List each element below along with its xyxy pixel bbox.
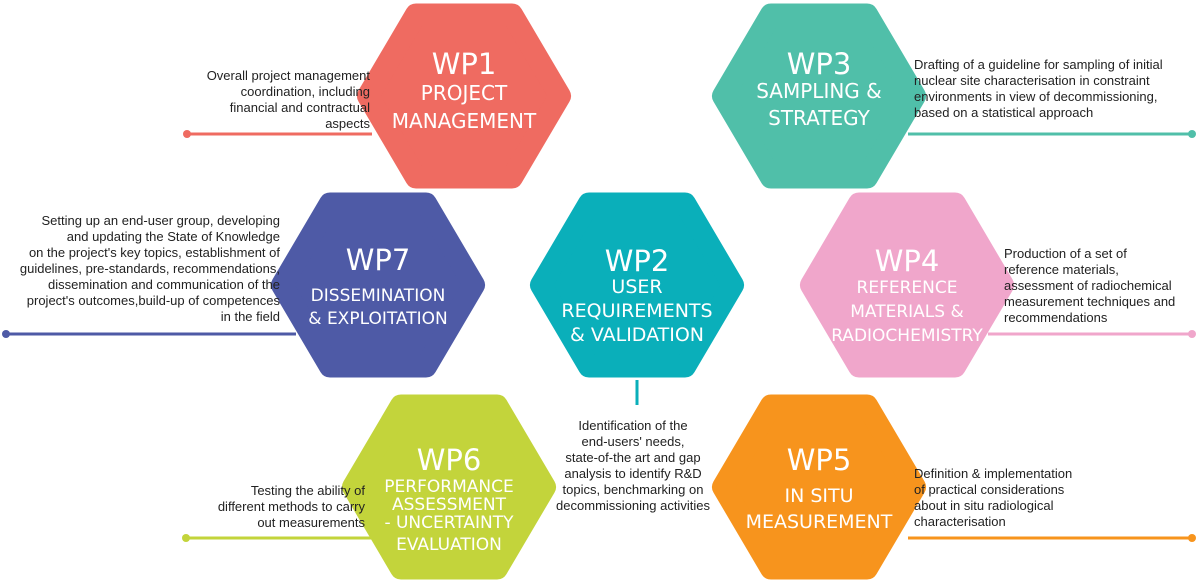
wp5-hexagon: WP5 IN SITU MEASUREMENT — [712, 394, 926, 580]
wp3-hexagon-shape — [712, 3, 926, 189]
wp7-connector-dot — [2, 330, 10, 338]
wp5-description-line: about in situ radiological — [914, 498, 1054, 513]
wp6-title: WP6 — [417, 443, 482, 477]
wp2-description-line: analysis to identify R&D — [564, 466, 702, 481]
wp4-connector-dot — [1188, 330, 1196, 338]
wp3-description-line: nuclear site characterisation in constra… — [914, 73, 1150, 88]
wp2-title: WP2 — [605, 244, 670, 278]
wp3-name-line: STRATEGY — [768, 106, 870, 130]
wp1-description-line: aspects — [325, 116, 370, 131]
wp6-name-line: ASSESSMENT — [392, 495, 507, 515]
wp1-title: WP1 — [432, 47, 497, 81]
wp6-name-line: PERFORMANCE — [384, 477, 513, 497]
wp7-description-line: in the field — [220, 309, 280, 324]
wp6-hexagon-shape — [342, 394, 556, 580]
wp6-description-line: different methods to carry — [217, 499, 365, 514]
wp5-connector-dot — [1188, 534, 1196, 542]
wp6-name-line: - UNCERTAINTY — [384, 513, 514, 533]
wp7-name-line: DISSEMINATION — [311, 286, 446, 306]
wp5-description-line: characterisation — [914, 514, 1006, 529]
wp6-connector-dot — [182, 534, 190, 542]
wp4-name-line: MATERIALS & — [850, 302, 963, 322]
wp7-description-line: and updating the State of Knowledge — [66, 229, 280, 244]
wp7-description-line: project's outcomes,build-up of competenc… — [26, 293, 280, 308]
wp2-description-line: Identification of the — [578, 418, 688, 433]
wp7-hexagon-shape — [271, 192, 485, 378]
wp7-description-line: dissemination and communication of the — [48, 277, 280, 292]
wp3-connector-dot — [1188, 130, 1196, 138]
wp7-title: WP7 — [346, 243, 411, 277]
wp5-title: WP5 — [787, 443, 852, 477]
wp5-hexagon-shape — [712, 394, 926, 580]
wp5-name-line: IN SITU — [784, 485, 853, 507]
wp1-description-line: coordination, including — [240, 84, 370, 99]
wp2-name-line: USER — [611, 276, 662, 298]
wp2-description-line: end-users' needs, — [581, 434, 685, 449]
wp3-description-line: Drafting of a guideline for sampling of … — [914, 57, 1163, 72]
wp4-description-line: reference materials, — [1004, 262, 1119, 277]
wp3-description-line: environments in view of decommissioning, — [914, 89, 1158, 104]
wp3-description-line: based on a statistical approach — [914, 105, 1094, 120]
wp1-name-line: MANAGEMENT — [392, 109, 537, 133]
wp2-name-line: REQUIREMENTS — [561, 300, 712, 322]
wp4-name-line: REFERENCE — [857, 278, 958, 298]
wp1-connector-dot — [183, 130, 191, 138]
wp3-title: WP3 — [787, 47, 852, 81]
wp4-description-line: Production of a set of — [1004, 246, 1127, 261]
wp5-name-line: MEASUREMENT — [746, 511, 893, 533]
wp4-title: WP4 — [875, 244, 940, 278]
wp4-description-line: assessment of radiochemical — [1004, 278, 1172, 293]
wp7-description-line: Setting up an end-user group, developing — [41, 213, 280, 228]
wp7-name-line: & EXPLOITATION — [308, 309, 447, 329]
wp6-description-line: Testing the ability of — [250, 483, 365, 498]
wp7-description-line: guidelines, pre-standards, recommendatio… — [19, 261, 280, 276]
wp2-description-line: state-of-the art and gap — [565, 450, 701, 465]
wp2-description-line: decommissioning activities — [556, 498, 710, 513]
wp4-name-line: RADIOCHEMISTRY — [831, 326, 983, 346]
wp5-description-line: Definition & implementation — [914, 466, 1073, 481]
wp5-description-line: of practical considerations — [914, 482, 1065, 497]
wp2-description-line: topics, benchmarking on — [562, 482, 704, 497]
wp1-name-line: PROJECT — [421, 81, 508, 105]
wp1-description-line: financial and contractual — [229, 100, 370, 115]
wp6-description-line: out measurements — [257, 515, 365, 530]
wp7-description-line: on the project's key topics, establishme… — [28, 245, 280, 260]
wp7-description: Setting up an end-user group, developing… — [0, 213, 280, 325]
wp1-description-line: Overall project management — [206, 68, 370, 83]
wp4-description-line: recommendations — [1004, 310, 1108, 325]
wp2-hexagon-shape — [530, 192, 744, 378]
wp4-hexagon-shape — [800, 192, 1014, 378]
wp3-name-line: SAMPLING & — [756, 79, 882, 103]
wp2-name-line: & VALIDATION — [570, 324, 704, 346]
wp4-description-line: measurement techniques and — [1004, 294, 1176, 309]
wp1-hexagon-shape — [357, 3, 571, 189]
wp6-name-line: EVALUATION — [396, 535, 502, 555]
wp3-description: Drafting of a guideline for sampling of … — [914, 57, 1199, 121]
